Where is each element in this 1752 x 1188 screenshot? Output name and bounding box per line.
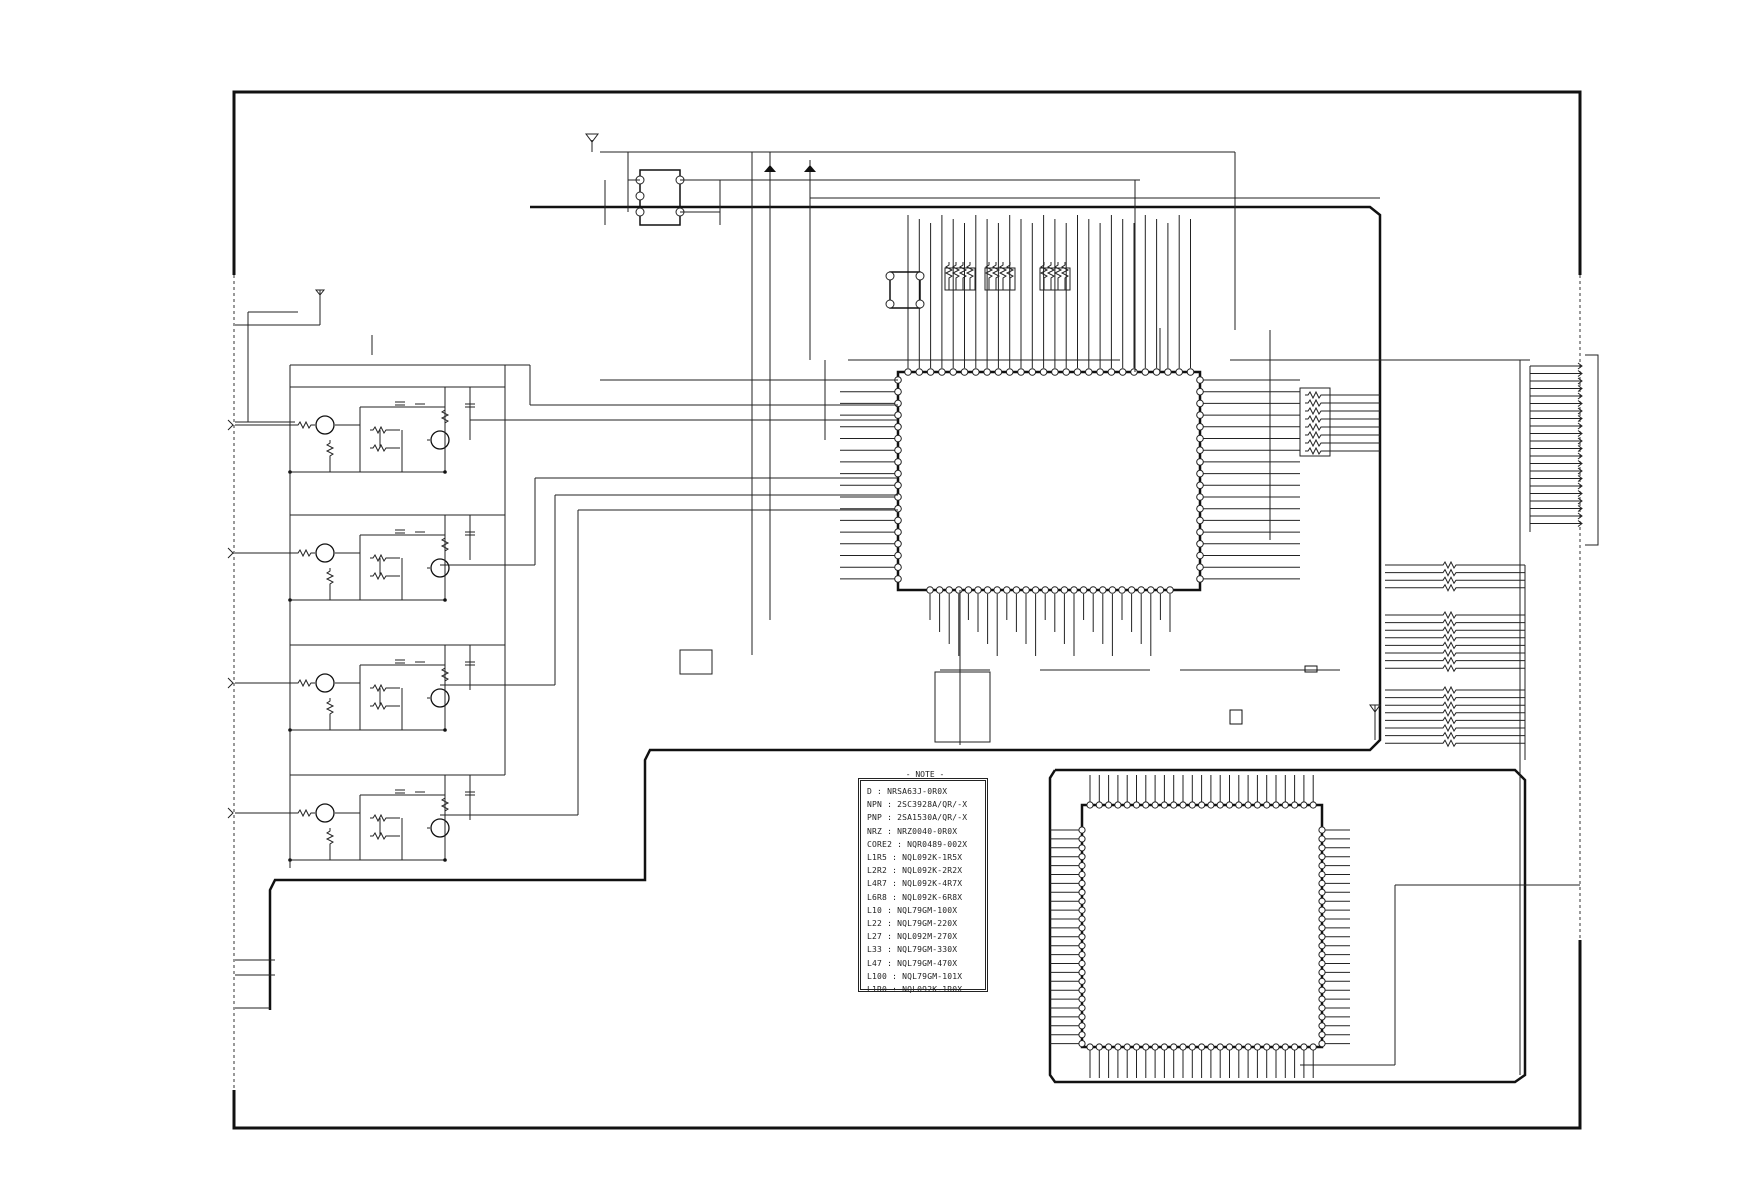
note-line: CORE2 : NQR0489-002X xyxy=(867,839,968,849)
note-line: NRZ : NRZ0040-0R0X xyxy=(867,826,958,836)
note-line: NPN : 2SC3928A/QR/-X xyxy=(867,800,968,810)
note-line: L2R2 : NQL092K-2R2X xyxy=(867,866,963,876)
board-outline-lower xyxy=(1048,768,1527,1084)
secondary-ic xyxy=(1050,775,1350,1078)
note-line: D : NRSA63J-0R0X xyxy=(867,787,948,796)
regulator-ic xyxy=(585,133,1235,226)
note-line: L6R8 : NQL092K-6R8X xyxy=(867,892,963,902)
note-line: L22 : NQL79GM-220X xyxy=(867,919,958,929)
wiring xyxy=(235,152,1580,1075)
note-line: L100 : NQL79GM-101X xyxy=(867,971,963,981)
note-line: L33 : NQL79GM-330X xyxy=(867,945,958,955)
board-outline xyxy=(268,205,1382,1010)
note-line: L1R5 : NQL092K-1R5X xyxy=(867,853,963,863)
amplifier-stages xyxy=(227,386,505,862)
note-line: L1R0 : NQL092K-1R0X xyxy=(867,985,963,995)
note-line: PNP : 2SA1530A/QR/-X xyxy=(867,813,968,823)
resistor-networks-top xyxy=(944,262,1071,291)
note-title: - NOTE - xyxy=(870,770,980,779)
small-ic xyxy=(885,271,925,309)
note-line: L4R7 : NQL092K-4R7X xyxy=(867,879,963,889)
note-line: L47 : NQL79GM-470X xyxy=(867,958,958,968)
right-bus xyxy=(1529,354,1599,546)
note-line: L10 : NQL79GM-100X xyxy=(867,905,958,915)
outer-frame xyxy=(232,90,1582,1130)
note-line: L27 : NQL092M-270X xyxy=(867,932,958,942)
resistor-arrays-right xyxy=(1299,387,1525,748)
parts-note: D : NRSA63J-0R0X NPN : 2SC3928A/QR/-X PN… xyxy=(858,778,988,994)
